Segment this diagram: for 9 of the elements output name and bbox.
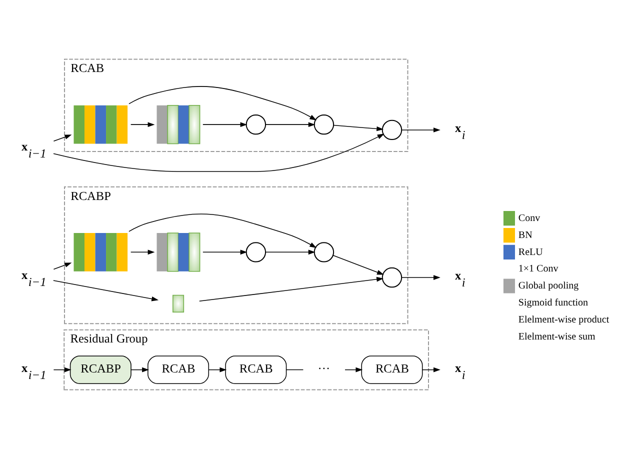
legend-label: Sigmoid function (518, 298, 588, 309)
legend-label: Conv (518, 212, 540, 224)
legend-label: Global pooling (518, 280, 579, 292)
legend-label: BN (518, 230, 532, 241)
legend-label: 1×1 Conv (518, 264, 558, 275)
legend-label: Elelment-wise product (518, 314, 610, 326)
legend-label: ReLU (518, 246, 543, 258)
node-text: ··· (318, 362, 330, 376)
legend-label: Elelment-wise sum (518, 331, 596, 342)
